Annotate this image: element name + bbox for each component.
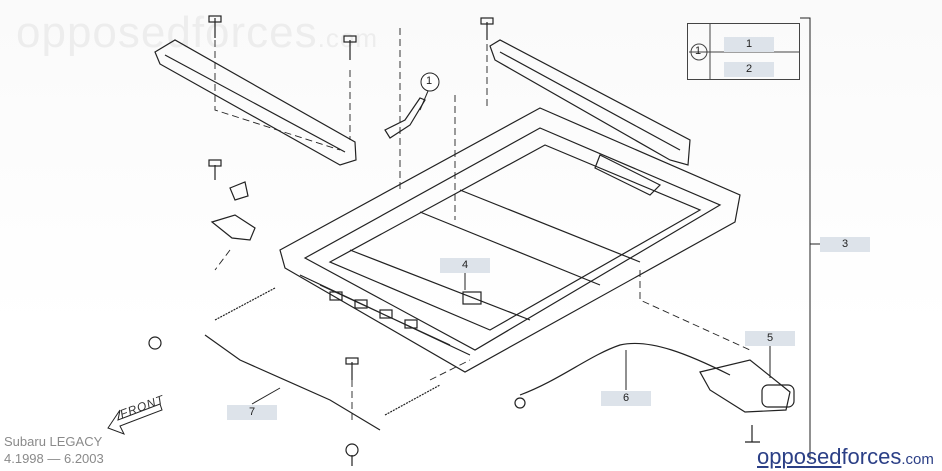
right-rail [489,39,691,166]
diagram-circle-ref[interactable]: 1 [426,75,433,87]
logo-part-2: sed [805,444,842,469]
front-arrow [107,403,163,435]
table-circle-ref: 1 [695,45,702,57]
reference-table: 1 [687,23,800,80]
drain-hose [519,342,731,396]
vehicle-model: Subaru LEGACY [4,434,103,449]
callout-6[interactable]: 6 [601,391,651,406]
logo-part-3: forces [841,444,902,469]
sunroof-frame [279,107,741,373]
callout-4[interactable]: 4 [440,258,490,273]
site-logo[interactable]: opposedforces.com [757,444,934,470]
callout-5[interactable]: 5 [745,331,795,346]
circle-ref-callout [420,72,440,92]
left-rail [154,39,357,166]
motor [699,359,791,413]
watermark: opposedforces.com [16,8,378,58]
vehicle-years: 4.1998 — 6.2003 [4,451,104,466]
callout-1[interactable]: 1 [724,37,774,52]
cable-assembly [204,334,381,431]
callout-3[interactable]: 3 [820,237,870,252]
logo-part-4: .com [901,451,934,468]
callout-7[interactable]: 7 [227,405,277,420]
watermark-main: opposedforces [16,8,318,57]
watermark-suffix: .com [317,23,378,53]
vehicle-info: Subaru LEGACY 4.1998 — 6.2003 [4,433,104,467]
logo-part-1: oppo [757,444,806,469]
reference-table-lines [689,24,799,79]
callout-2[interactable]: 2 [724,62,774,77]
